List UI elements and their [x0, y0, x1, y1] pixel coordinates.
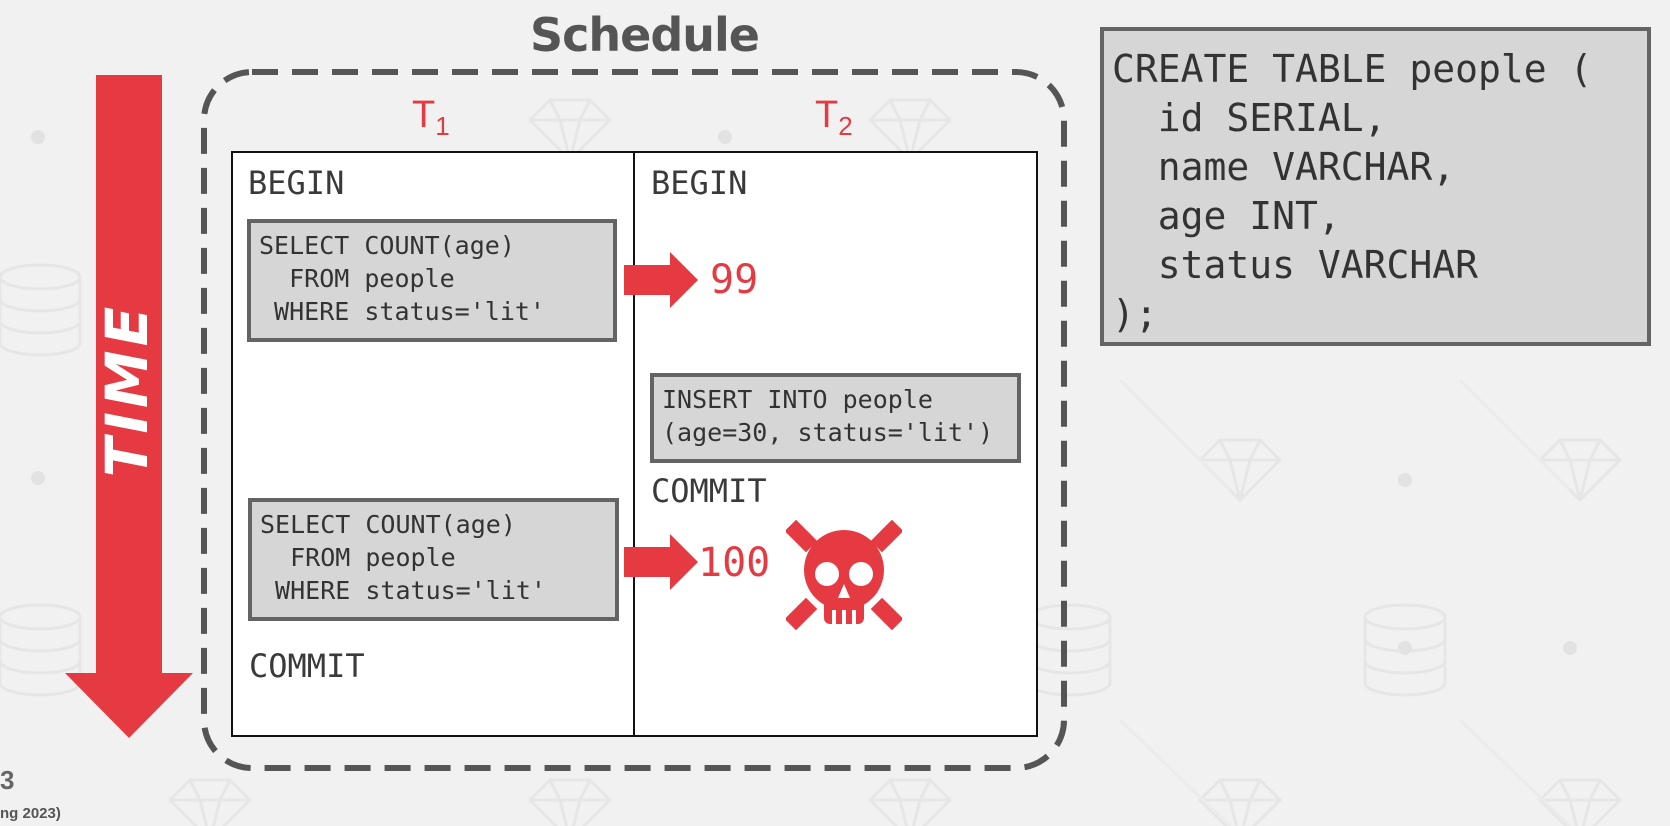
result-arrow-2 [624, 534, 698, 590]
footer-page-number: 3 [0, 765, 15, 795]
gem-watermark-icon [167, 778, 253, 826]
t1-label: T1 [412, 94, 450, 142]
t1-begin: BEGIN [248, 164, 345, 202]
schedule-border [201, 69, 1067, 771]
t2-insert: INSERT INTO people (age=30, status='lit'… [650, 373, 1021, 463]
t1-commit: COMMIT [249, 647, 365, 685]
t2-subscript: 2 [838, 111, 853, 141]
gem-watermark-icon [527, 778, 613, 826]
gem-watermark-icon [1197, 778, 1283, 826]
t2-letter: T [815, 94, 839, 136]
database-watermark-icon [0, 603, 82, 697]
gem-watermark-icon [867, 778, 953, 826]
database-watermark-icon [0, 263, 82, 357]
t1-subscript: 1 [435, 111, 450, 141]
time-label: TIME [93, 302, 161, 478]
result-value-2: 100 [698, 540, 771, 586]
t1-query-2: SELECT COUNT(age) FROM people WHERE stat… [248, 498, 619, 621]
result-value-1: 99 [710, 257, 759, 303]
result-arrow-1 [624, 252, 698, 308]
schedule-title: Schedule [530, 8, 760, 62]
t2-commit: COMMIT [651, 472, 767, 510]
column-divider [633, 151, 635, 737]
gem-watermark-icon [1197, 438, 1283, 503]
skull-crossbones-icon [786, 519, 902, 631]
gem-watermark-icon [1537, 778, 1623, 826]
create-table-sql: CREATE TABLE people ( id SERIAL, name VA… [1100, 27, 1651, 346]
footer-course: ng 2023) [0, 805, 61, 822]
gem-watermark-icon [1537, 438, 1623, 503]
t2-label: T2 [815, 94, 853, 142]
time-arrow [65, 75, 193, 738]
t2-begin: BEGIN [651, 164, 748, 202]
t1-letter: T [412, 94, 436, 136]
t1-query-1: SELECT COUNT(age) FROM people WHERE stat… [247, 219, 617, 342]
